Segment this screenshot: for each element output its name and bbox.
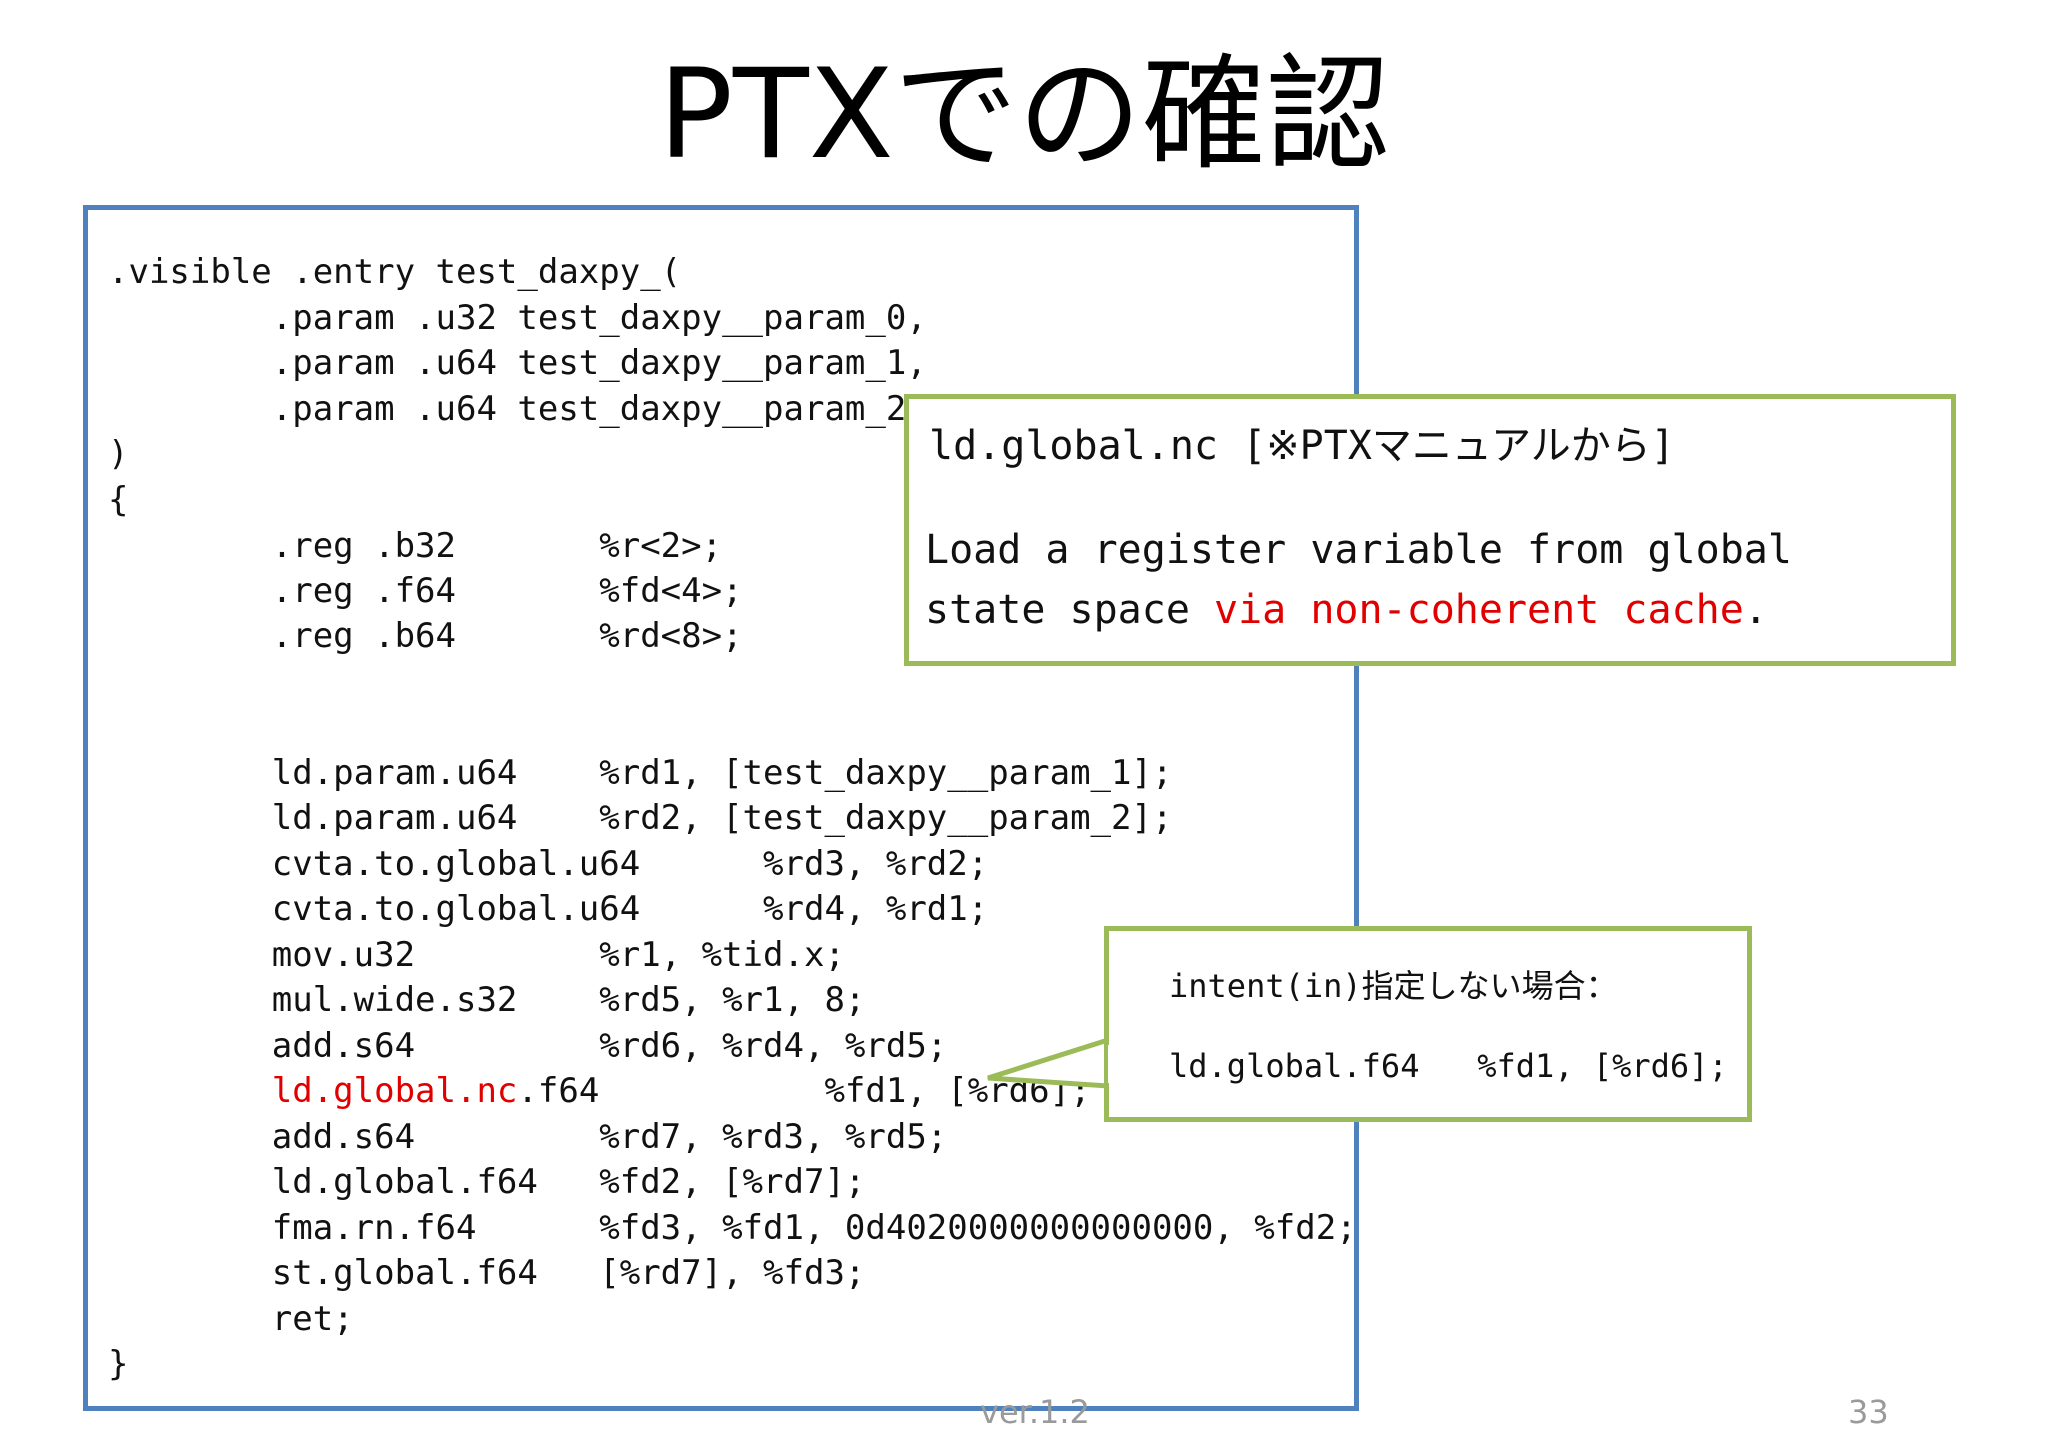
ld-global-nc-highlight: ld.global.nc: [271, 1071, 518, 1111]
manual-callout: ld.global.nc [※PTXマニュアルから] Load a regist…: [904, 394, 1956, 666]
code-line-highlighted: ld.global.nc.f64 %fd1, [%rd6];: [108, 1071, 1091, 1111]
callout-text-plain: state space: [925, 587, 1214, 633]
slide-title: PTXでの確認: [658, 43, 1390, 187]
intent-callout: intent(in)指定しない場合： ld.global.f64 %fd1, […: [1104, 926, 1752, 1122]
code-line: ld.param.u64 %rd1, [test_daxpy__param_1]…: [108, 753, 1173, 793]
code-line: ): [108, 434, 129, 474]
callout-text-line2: state space via non-coherent cache.: [925, 587, 1768, 633]
code-line: cvta.to.global.u64 %rd4, %rd1;: [108, 889, 989, 929]
code-line: .reg .b64 %rd<8>;: [108, 616, 743, 656]
code-line: .visible .entry test_daxpy_(: [108, 252, 682, 292]
code-line: .param .u64 test_daxpy__param_1,: [108, 343, 927, 383]
code-line: st.global.f64 [%rd7], %fd3;: [108, 1253, 866, 1293]
code-line: fma.rn.f64 %fd3, %fd1, 0d402000000000000…: [108, 1208, 1357, 1248]
code-line: ld.param.u64 %rd2, [test_daxpy__param_2]…: [108, 798, 1173, 838]
page-number: 33: [1848, 1393, 1889, 1431]
non-coherent-cache-highlight: via non-coherent cache: [1213, 587, 1744, 633]
intent-alt-code: ld.global.f64 %fd1, [%rd6];: [1169, 1047, 1728, 1085]
code-line: ld.global.f64 %fd2, [%rd7];: [108, 1162, 866, 1202]
code-line: add.s64 %rd6, %rd4, %rd5;: [108, 1026, 948, 1066]
code-line: .reg .b32 %r<2>;: [108, 526, 723, 566]
pointer-join: [1108, 1045, 1116, 1083]
callout-heading: ld.global.nc [※PTXマニュアルから]: [929, 423, 1675, 469]
code-line: {: [108, 480, 129, 520]
code-line: .param .u32 test_daxpy__param_0,: [108, 298, 927, 338]
callout-text-end: .: [1743, 587, 1768, 633]
code-line: mov.u32 %r1, %tid.x;: [108, 935, 845, 975]
code-line: .param .u64 test_daxpy__param_2: [108, 389, 907, 429]
code-line: mul.wide.s32 %rd5, %r1, 8;: [108, 980, 866, 1020]
intent-note: intent(in)指定しない場合：: [1169, 967, 1618, 1005]
callout-text-line1: Load a register variable from global: [925, 527, 1792, 573]
code-line: .reg .f64 %fd<4>;: [108, 571, 743, 611]
code-line: cvta.to.global.u64 %rd3, %rd2;: [108, 844, 989, 884]
version-label: ver.1.2: [980, 1393, 1090, 1431]
code-line: ret;: [108, 1299, 354, 1339]
code-line: }: [108, 1344, 129, 1384]
code-line: add.s64 %rd7, %rd3, %rd5;: [108, 1117, 948, 1157]
